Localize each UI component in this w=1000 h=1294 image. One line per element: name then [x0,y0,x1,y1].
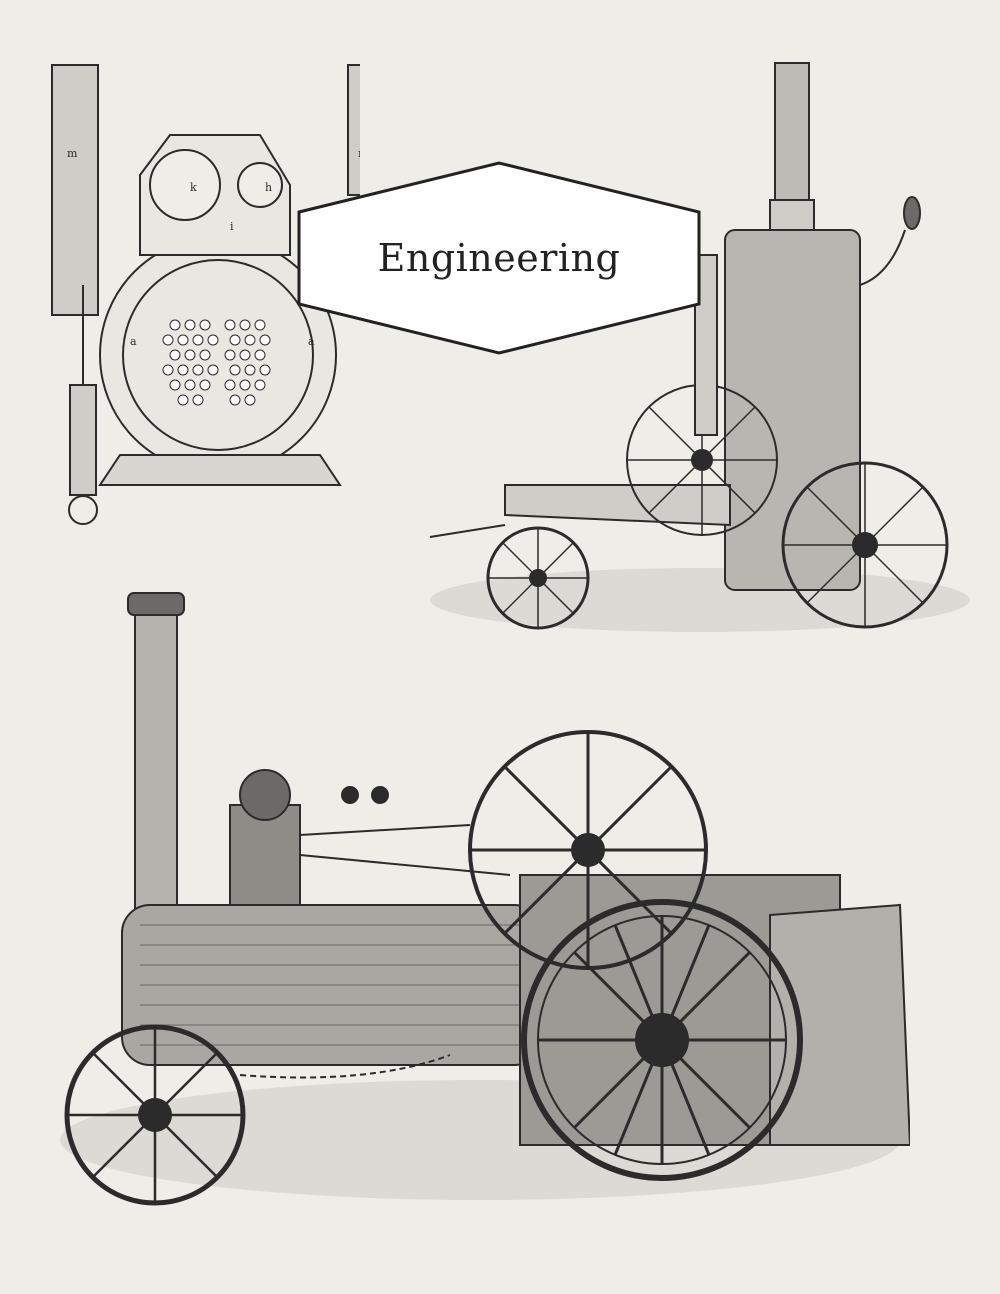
portable-boiler-illustration [429,62,970,632]
label-h: h [265,181,272,194]
label-k: k [190,181,197,194]
label-m-right: m [358,147,360,160]
label-a-left: a [130,335,137,348]
label-i: i [230,220,234,233]
title-badge [297,161,701,355]
boiler-cross-section-illustration: m m k h i a a [51,64,360,525]
label-m-left: m [67,147,78,160]
traction-engine-illustration [60,592,910,1206]
cover-title: Engineering [377,236,621,280]
label-a-right: a [308,335,315,348]
